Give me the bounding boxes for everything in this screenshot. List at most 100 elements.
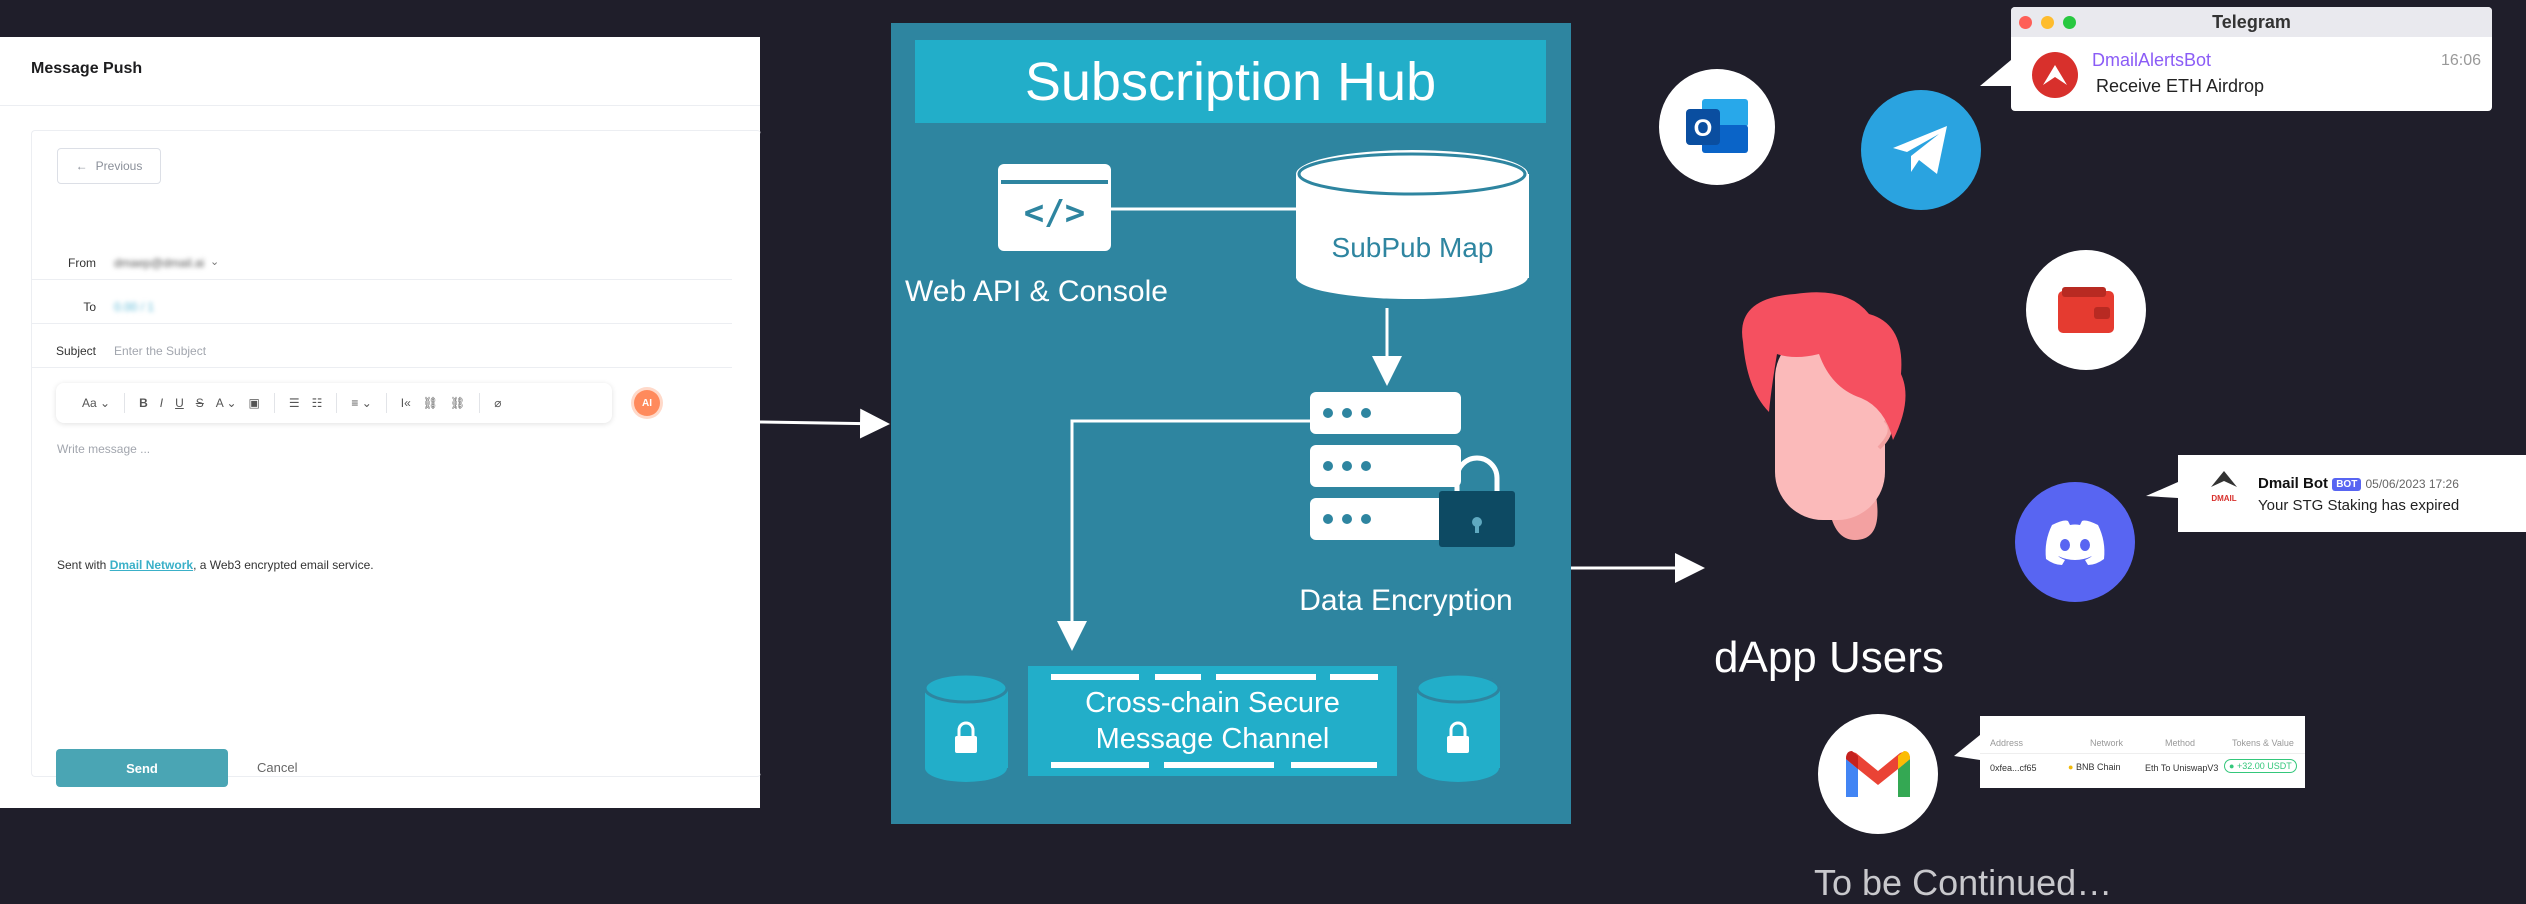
dapp-users-label: dApp Users <box>1714 633 1944 682</box>
message-input[interactable]: Write message ... <box>57 442 151 456</box>
cell-network-text: BNB Chain <box>2075 762 2121 772</box>
data-encryption-label: Data Encryption <box>1299 584 1513 617</box>
signature-text: Sent with Dmail Network, a Web3 encrypte… <box>57 558 374 572</box>
arrow-servers-to-channel <box>1057 419 1310 651</box>
from-label: From <box>68 256 96 270</box>
toolbar-divider <box>385 393 387 413</box>
field-divider <box>32 323 732 324</box>
compose-card: ← Previous From dmaep@dmail.ai ⌄ To 0.00… <box>31 130 761 787</box>
align-icon[interactable]: ≡ ⌄ <box>351 396 372 410</box>
to-label: To <box>83 300 96 314</box>
col-header-tokens: Tokens & Value <box>2232 738 2294 748</box>
code-icon: </> <box>1023 193 1086 233</box>
send-button[interactable]: Send <box>56 749 228 787</box>
dmail-network-link[interactable]: Dmail Network <box>109 558 194 572</box>
subject-input[interactable]: Enter the Subject <box>114 344 207 358</box>
gmail-glyph <box>1846 751 1910 797</box>
user-avatar <box>1742 292 1906 540</box>
paper-plane-glyph <box>1893 126 1947 174</box>
gmail-callout-pointer <box>1954 735 1980 760</box>
left-lock-cylinder-icon <box>923 672 1009 782</box>
discord-notification: DMAIL Dmail Bot BOT 05/06/2023 17:26 You… <box>2178 455 2526 532</box>
svg-text:O: O <box>1694 115 1713 142</box>
panel-title: Message Push <box>31 60 143 77</box>
col-header-method: Method <box>2165 738 2196 748</box>
subscription-hub: Subscription Hub <box>891 23 1571 824</box>
highlight-icon[interactable]: ▣ <box>248 396 260 410</box>
message-channel-box <box>1028 666 1397 776</box>
dmail-logo-icon <box>2211 471 2237 487</box>
font-size-select[interactable]: Aa ⌄ <box>82 396 111 410</box>
previous-button[interactable]: ← Previous <box>57 148 161 184</box>
discord-icon <box>2015 482 2135 602</box>
header-divider <box>0 105 760 106</box>
strikethrough-icon[interactable]: S <box>195 396 204 410</box>
cell-network: ● BNB Chain <box>2068 762 2120 772</box>
to-be-continued-label: To be Continued… <box>1814 862 2113 903</box>
web-api-label: Web API & Console <box>905 275 1168 308</box>
cancel-button[interactable]: Cancel <box>257 760 298 775</box>
chevron-down-icon[interactable]: ⌄ <box>210 256 220 268</box>
from-value[interactable]: dmaep@dmail.ai <box>114 256 205 270</box>
text-color-icon[interactable]: A ⌄ <box>215 396 237 410</box>
message-push-panel: Message Push ← Previous From dmaep@dmail… <box>0 37 761 808</box>
discord-bot-name: Dmail Bot BOT 05/06/2023 17:26 <box>2258 475 2459 492</box>
dmail-logo-text: DMAIL <box>2211 494 2237 503</box>
hub-diagram <box>923 150 1529 782</box>
cell-tokens: ● +32.00 USDT <box>2224 759 2297 773</box>
bot-badge: BOT <box>2332 477 2362 491</box>
close-window-icon[interactable] <box>2019 16 2032 29</box>
clear-format-icon[interactable]: I« <box>400 396 411 410</box>
bold-icon[interactable]: B <box>139 396 148 410</box>
to-value[interactable]: 0.00 / 1 <box>114 300 155 314</box>
ai-assistant-icon[interactable]: AI <box>634 390 660 416</box>
channel-label: Cross-chain Secure Message Channel <box>1028 685 1397 757</box>
toolbar-divider <box>273 393 275 413</box>
discord-bot-name-text: Dmail <box>2258 475 2299 492</box>
usdt-icon: ● <box>2229 761 2235 771</box>
col-header-address: Address <box>1990 738 2024 748</box>
attachment-icon[interactable]: ⌀ <box>494 396 502 410</box>
toolbar-divider <box>479 393 481 413</box>
maximize-window-icon[interactable] <box>2063 16 2076 29</box>
telegram-message: Receive ETH Airdrop <box>2096 76 2265 96</box>
link-icon[interactable]: ⛓ <box>422 396 439 410</box>
previous-label: Previous <box>95 159 143 173</box>
bullet-list-icon[interactable]: ☰ <box>288 396 300 410</box>
discord-callout-pointer <box>2146 482 2178 498</box>
hub-title: Subscription Hub <box>915 40 1546 123</box>
underline-icon[interactable]: U <box>175 396 184 410</box>
ordered-list-icon[interactable]: ☷ <box>311 396 323 410</box>
col-header-network: Network <box>2090 738 2124 748</box>
discord-message: Your STG Staking has expired <box>2258 497 2460 514</box>
dmail-logo-icon <box>2043 65 2067 85</box>
discord-glyph <box>2045 520 2105 565</box>
telegram-window-title: Telegram <box>2011 7 2492 37</box>
field-divider <box>32 279 732 280</box>
channel-label-line2: Message Channel <box>1095 723 1330 755</box>
table-divider <box>1980 753 2305 754</box>
channel-label-line1: Cross-chain Secure <box>1085 687 1340 719</box>
font-size-label: Aa <box>82 396 97 410</box>
italic-icon[interactable]: I <box>159 396 164 410</box>
signature-suffix: , a Web3 encrypted email service. <box>193 558 374 572</box>
field-divider <box>32 367 732 368</box>
discord-bot-name-suffix: Bot <box>2303 475 2329 492</box>
server-stack-icon <box>1310 392 1461 540</box>
toolbar-divider <box>336 393 338 413</box>
arrow-panel-to-hub <box>759 408 890 439</box>
bnb-icon: ● <box>2068 762 2074 772</box>
subpub-map-label: SubPub Map <box>1331 232 1494 263</box>
minimize-window-icon[interactable] <box>2041 16 2054 29</box>
right-lock-cylinder-icon <box>1415 672 1501 782</box>
arrow-left-icon: ← <box>75 159 88 173</box>
unlink-icon[interactable]: ⛓ <box>450 396 466 410</box>
dmail-bot-avatar <box>2032 52 2078 98</box>
telegram-icon <box>1861 90 1981 210</box>
subject-label: Subject <box>55 344 96 358</box>
telegram-callout-pointer <box>1980 60 2011 86</box>
gmail-icon <box>1818 714 1938 834</box>
code-window-icon <box>998 164 1111 251</box>
wallet-app-icon <box>2026 250 2146 370</box>
